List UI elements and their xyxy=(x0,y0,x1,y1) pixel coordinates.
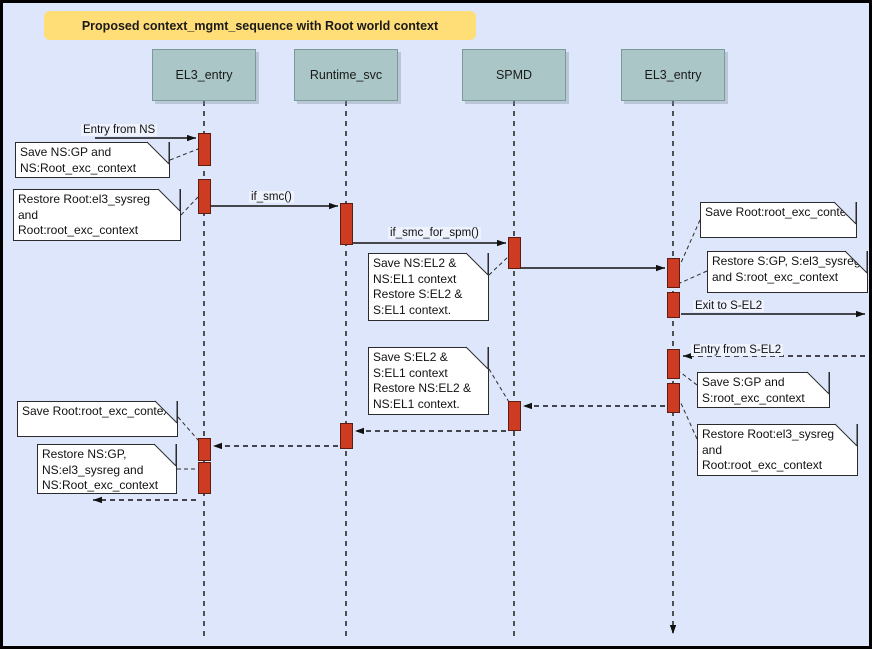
diagram-title: Proposed context_mgmt_sequence with Root… xyxy=(81,18,439,33)
activation-bar-a12 xyxy=(198,462,211,494)
note-connector-n5 xyxy=(679,270,708,284)
note-connector-n3 xyxy=(488,254,511,276)
participant-p4[interactable]: EL3_entry xyxy=(621,49,725,101)
note-n1: Save NS:GP and NS:Root_exc_context xyxy=(15,141,170,178)
activation-bar-a6 xyxy=(667,292,680,318)
diagram-title-banner: Proposed context_mgmt_sequence with Root… xyxy=(44,11,476,40)
note-text: Save S:EL2 & S:EL1 context Restore NS:EL… xyxy=(373,350,472,411)
lifelines xyxy=(203,101,677,640)
note-n10: Restore NS:GP, NS:el3_sysreg and NS:Root… xyxy=(37,443,177,494)
activation-bar-a3 xyxy=(340,203,353,245)
activation-bar-a1 xyxy=(198,133,211,166)
activation-bar-a5 xyxy=(667,258,680,288)
participant-label: EL3_entry xyxy=(644,68,702,82)
participant-label: EL3_entry xyxy=(175,68,233,82)
message-label-m6: Entry from S-EL2 xyxy=(691,344,784,356)
note-text: Restore S:GP, S:el3_sysreg and S:root_ex… xyxy=(712,254,861,284)
participant-label: Runtime_svc xyxy=(309,68,383,82)
activation-bar-a10 xyxy=(340,423,353,449)
note-n8: Save S:EL2 & S:EL1 context Restore NS:EL… xyxy=(368,346,489,415)
message-label-m3: if_smc_for_spm() xyxy=(388,227,481,239)
note-connector-n7 xyxy=(679,400,698,440)
note-text: Save NS:GP and NS:Root_exc_context xyxy=(20,145,137,175)
note-connector-n9 xyxy=(177,416,200,442)
message-label-m1: Entry from NS xyxy=(81,124,158,136)
participant-label: SPMD xyxy=(495,68,533,82)
participant-p2[interactable]: Runtime_svc xyxy=(294,49,398,101)
note-connector-n4 xyxy=(679,219,701,266)
diagram-vector-layer xyxy=(93,101,865,640)
message-label-m5: Exit to S-EL2 xyxy=(693,300,765,312)
note-connector-n8 xyxy=(488,368,513,408)
activation-bar-a2 xyxy=(198,179,211,214)
note-text: Save Root:root_exc_context xyxy=(22,404,173,418)
participant-p3[interactable]: SPMD xyxy=(462,49,566,101)
note-n3: Save NS:EL2 & NS:EL1 context Restore S:E… xyxy=(368,252,489,321)
activation-bar-a7 xyxy=(667,349,680,379)
note-text: Save S:GP and S:root_exc_context xyxy=(702,375,805,405)
note-connectors xyxy=(169,148,708,470)
note-n4: Save Root:root_exc_context xyxy=(700,201,857,238)
note-n9: Save Root:root_exc_context xyxy=(17,400,178,437)
note-text: Restore Root:el3_sysreg and Root:root_ex… xyxy=(18,192,151,237)
note-text: Restore NS:GP, NS:el3_sysreg and NS:Root… xyxy=(42,447,159,492)
activation-bar-a9 xyxy=(508,401,521,431)
note-n7: Restore Root:el3_sysreg and Root:root_ex… xyxy=(697,423,858,476)
note-n2: Restore Root:el3_sysreg and Root:root_ex… xyxy=(13,188,181,241)
activation-bar-a8 xyxy=(667,383,680,413)
note-text: Save NS:EL2 & NS:EL1 context Restore S:E… xyxy=(373,256,463,317)
note-text: Restore Root:el3_sysreg and Root:root_ex… xyxy=(702,427,835,472)
participant-p1[interactable]: EL3_entry xyxy=(152,49,256,101)
activation-bar-a11 xyxy=(198,438,211,461)
note-n6: Save S:GP and S:root_exc_context xyxy=(697,371,830,408)
note-text: Save Root:root_exc_context xyxy=(705,205,856,219)
note-connector-n2 xyxy=(180,196,199,216)
activation-bar-a4 xyxy=(508,237,521,269)
note-connector-n6 xyxy=(679,371,698,386)
note-connector-n1 xyxy=(169,148,199,161)
note-n5: Restore S:GP, S:el3_sysreg and S:root_ex… xyxy=(707,250,868,293)
message-arrows xyxy=(93,134,865,504)
message-label-m2: if_smc() xyxy=(249,191,294,203)
